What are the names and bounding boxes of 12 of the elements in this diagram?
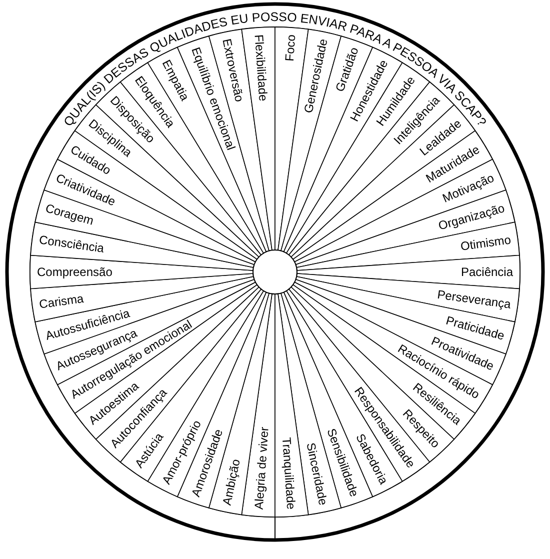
quality-label: Compreensão <box>37 265 112 279</box>
quality-label: Alegria de viver <box>252 426 272 510</box>
quality-label: Paciência <box>460 265 513 279</box>
wheel-segment <box>296 254 520 290</box>
quality-label: Otimismo <box>460 232 512 254</box>
quality-label: Tranquilidade <box>279 436 298 510</box>
quality-label: Ambição <box>220 458 243 506</box>
quality-label: Carisma <box>38 291 84 312</box>
wheel-segment <box>274 293 309 518</box>
quality-label: Perseverança <box>436 287 512 312</box>
quality-label: Consciência <box>38 232 105 256</box>
quality-label: Sinceridade <box>304 442 330 506</box>
